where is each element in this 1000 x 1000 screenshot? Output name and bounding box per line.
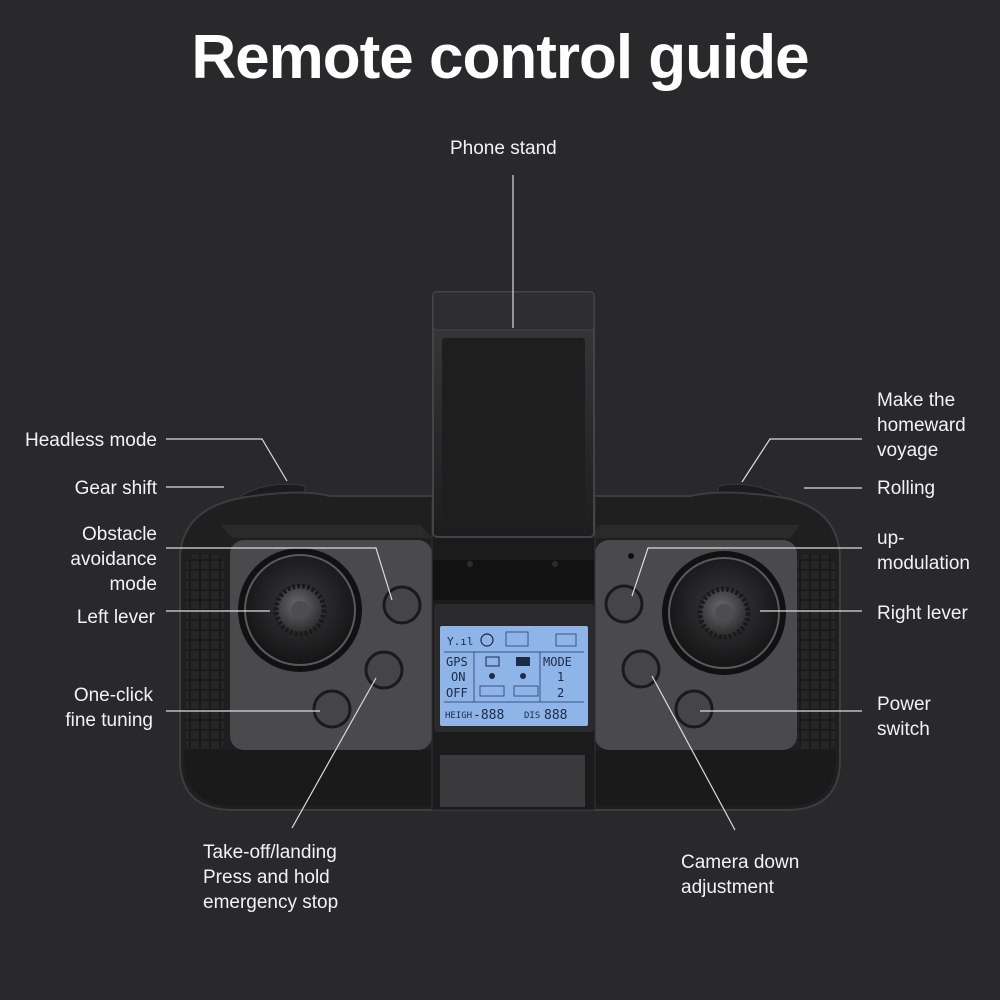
- label-rolling: Rolling: [877, 478, 936, 499]
- camera-down-button[interactable]: [621, 649, 661, 689]
- svg-text:Y.ıl: Y.ıl: [447, 635, 474, 648]
- label-power-switch: Power switch: [877, 694, 931, 740]
- label-phone-stand: Phone stand: [450, 138, 557, 159]
- lcd-mode-1: 1: [557, 670, 564, 684]
- label-gear-shift: Gear shift: [74, 478, 157, 499]
- label-homeward-voyage: Make the homeward voyage: [877, 390, 966, 461]
- lcd-height-value: -888: [473, 708, 504, 723]
- obstacle-avoidance-button[interactable]: [382, 585, 422, 625]
- label-one-click-fine-tuning: One-click fine tuning: [65, 685, 153, 731]
- label-up-modulation: up- modulation: [877, 528, 970, 574]
- page-title: Remote control guide: [191, 23, 809, 92]
- label-obstacle-avoidance-mode: Obstacle avoidance mode: [70, 524, 157, 595]
- left-joystick: [238, 548, 362, 672]
- phone-stand: [432, 291, 595, 600]
- leader-lines: [166, 175, 862, 831]
- label-headless-mode: Headless mode: [24, 430, 157, 451]
- up-modulation-button[interactable]: [604, 584, 644, 624]
- lcd-dis-value: 888: [544, 708, 567, 723]
- lcd-screen: Y.ıl GPS ON OFF MODE 1 2 HEIGH -888 DIS …: [434, 604, 594, 732]
- lcd-on: ON: [451, 670, 465, 684]
- lcd-mode-2: 2: [557, 686, 564, 700]
- indicator-led: [628, 553, 634, 559]
- label-camera-down-adjustment: Camera down adjustment: [681, 852, 800, 898]
- label-right-lever: Right lever: [877, 603, 968, 624]
- label-takeoff-landing: Take-off/landing Press and hold emergenc…: [203, 842, 339, 913]
- right-grip-texture: [797, 555, 835, 750]
- fine-tuning-button[interactable]: [312, 689, 352, 729]
- takeoff-landing-button[interactable]: [364, 650, 404, 690]
- lcd-mode: MODE: [543, 655, 572, 669]
- lcd-dis-label: DIS: [524, 711, 540, 721]
- lcd-off: OFF: [446, 686, 468, 700]
- lcd-gps: GPS: [446, 655, 468, 669]
- lcd-height-label: HEIGH: [445, 711, 472, 721]
- right-joystick: [662, 551, 786, 675]
- label-left-lever: Left lever: [76, 607, 155, 628]
- power-switch-button[interactable]: [674, 689, 714, 729]
- left-grip-texture: [186, 555, 224, 750]
